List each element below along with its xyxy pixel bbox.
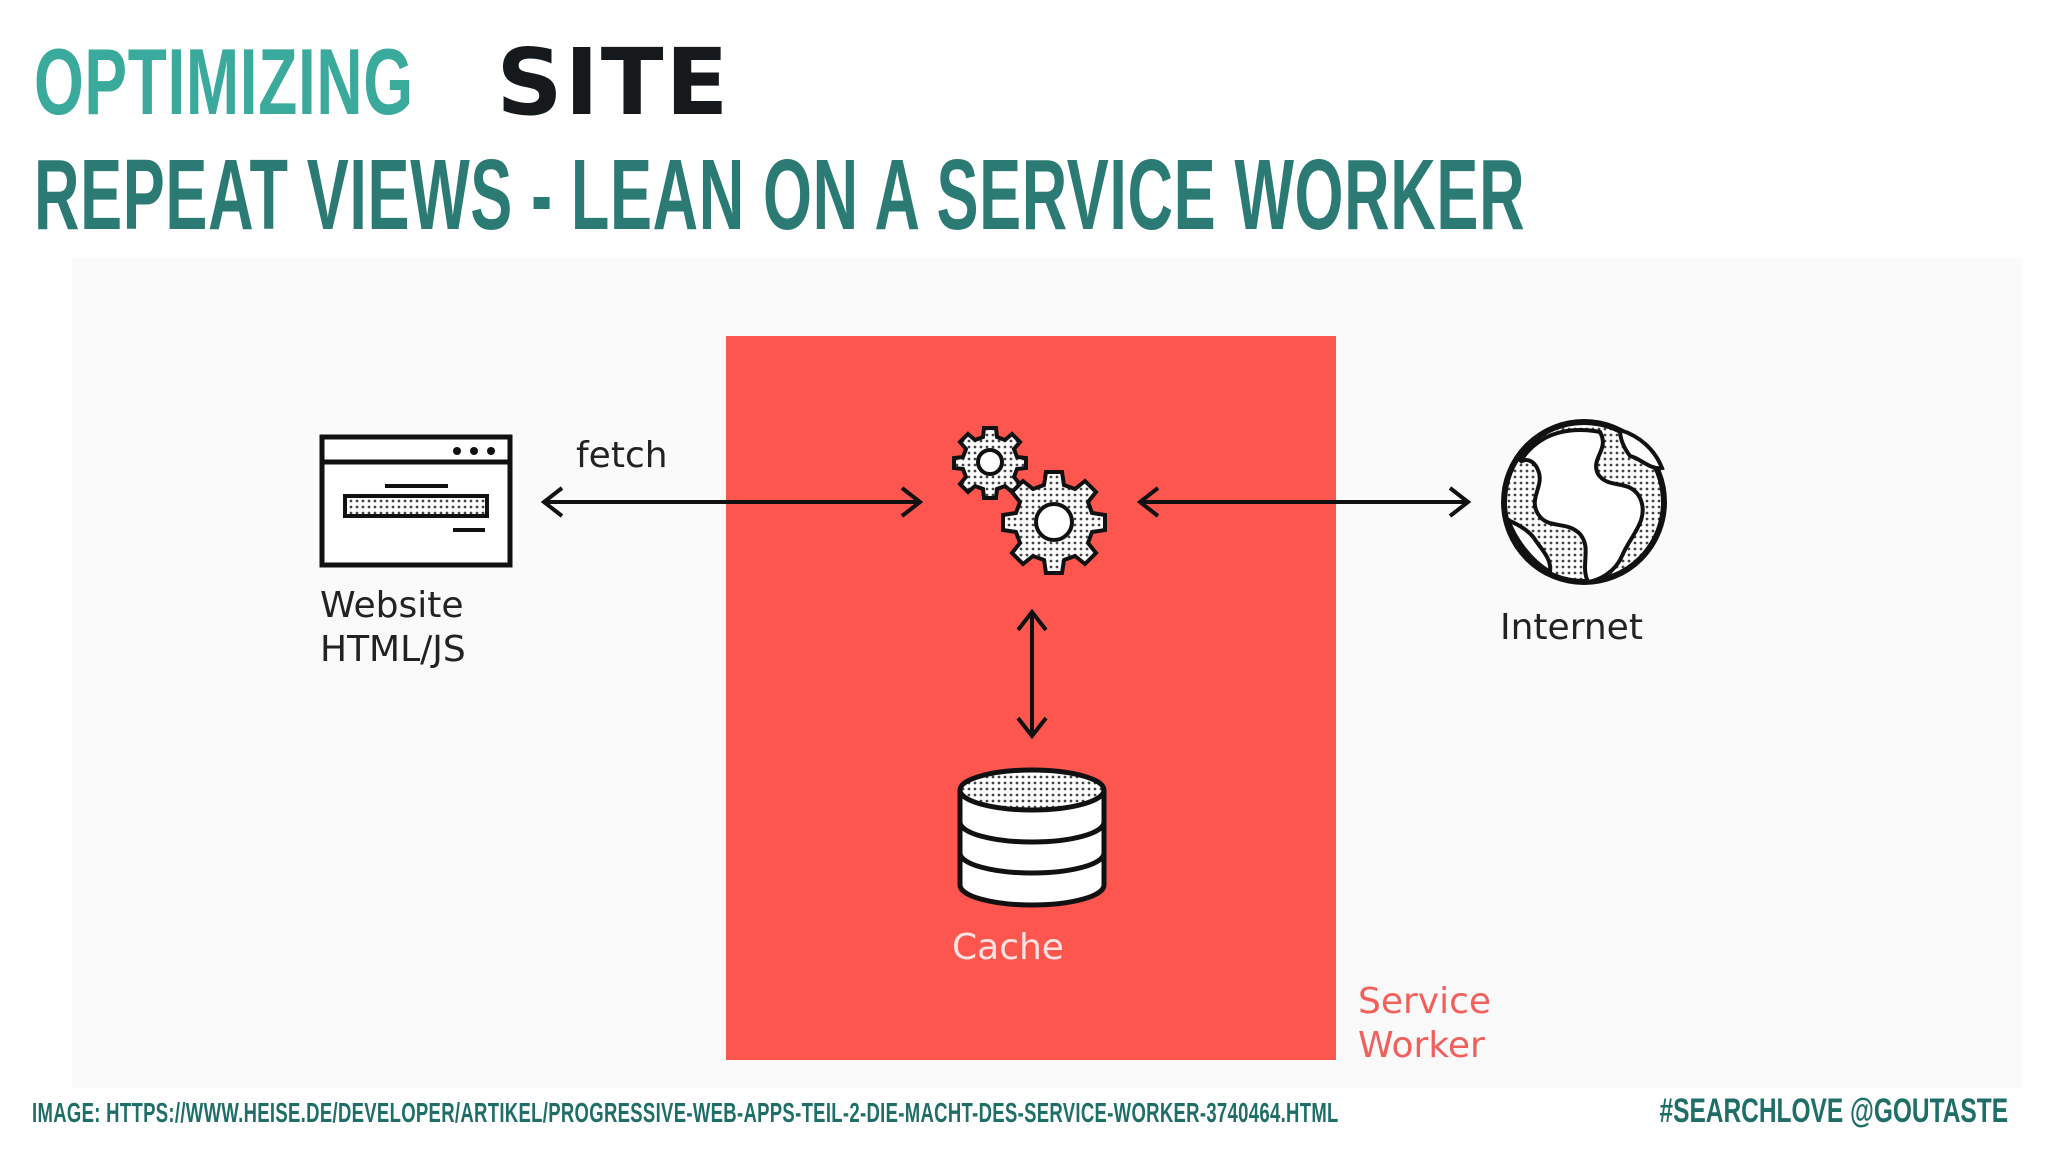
title-site: SITE bbox=[496, 29, 731, 136]
website-label: Website HTML/JS bbox=[320, 584, 466, 672]
service-worker-label-line2: Worker bbox=[1358, 1025, 1485, 1066]
internet-arrow bbox=[1136, 486, 1472, 518]
service-worker-label-line1: Service bbox=[1358, 981, 1492, 1022]
internet-label: Internet bbox=[1500, 607, 1643, 648]
website-label-line2: HTML/JS bbox=[320, 629, 466, 670]
database-icon bbox=[957, 767, 1107, 908]
cache-arrow bbox=[1016, 608, 1048, 740]
fetch-label: fetch bbox=[576, 435, 668, 476]
title-optimizing: OPTIMIZING bbox=[34, 29, 414, 134]
hashtag-handle: #SEARCHLOVE @GOUTASTE bbox=[1659, 1092, 2008, 1130]
slide-title: OPTIMIZING SITE bbox=[34, 28, 730, 136]
website-label-line1: Website bbox=[320, 585, 464, 626]
globe-icon bbox=[1501, 419, 1667, 585]
image-source-credit: IMAGE: HTTPS://WWW.HEISE.DE/DEVELOPER/AR… bbox=[32, 1097, 1339, 1128]
service-worker-label: Service Worker bbox=[1358, 980, 1491, 1068]
gears-icon bbox=[952, 426, 1107, 575]
slide-subtitle: REPEAT VIEWS - LEAN ON A SERVICE WORKER bbox=[34, 139, 1526, 251]
fetch-arrow bbox=[540, 486, 924, 518]
cache-label: Cache bbox=[952, 927, 1064, 968]
browser-window-icon bbox=[319, 434, 513, 568]
